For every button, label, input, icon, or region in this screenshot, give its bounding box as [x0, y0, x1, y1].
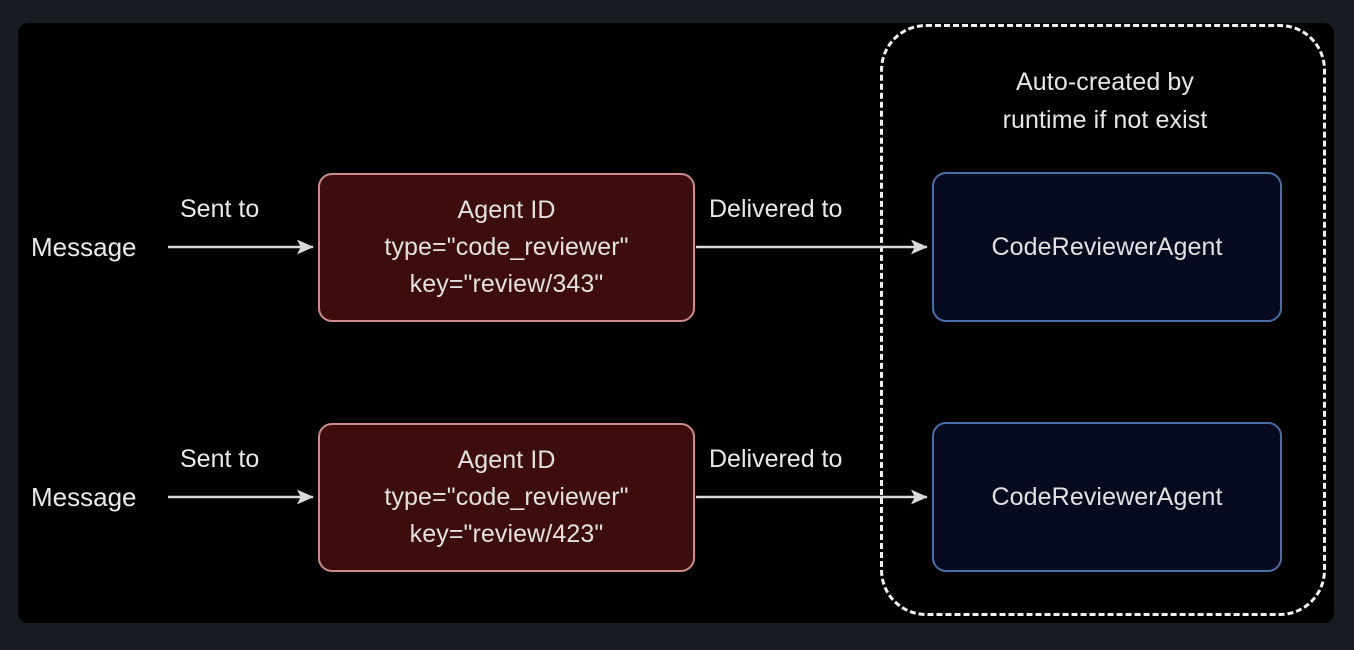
code-reviewer-agent-node-1[interactable]: CodeReviewerAgent — [932, 172, 1282, 322]
code-reviewer-agent-node-2[interactable]: CodeReviewerAgent — [932, 422, 1282, 572]
message-source-label-2: Message — [31, 482, 137, 512]
message-source-label-1: Message — [31, 232, 137, 262]
edge-label-delivered-to-2: Delivered to — [709, 445, 843, 473]
edge-label-delivered-to-1: Delivered to — [709, 195, 843, 223]
edge-label-sent-to-2: Sent to — [180, 445, 260, 473]
edge-label-sent-to-1: Sent to — [180, 195, 260, 223]
agent-id-node-2[interactable]: Agent ID type="code_reviewer" key="revie… — [318, 423, 695, 572]
agent-id-node-1[interactable]: Agent ID type="code_reviewer" key="revie… — [318, 173, 695, 322]
auto-created-group-caption: Auto-created by runtime if not exist — [1002, 68, 1208, 134]
auto-created-group-boundary — [880, 24, 1326, 616]
